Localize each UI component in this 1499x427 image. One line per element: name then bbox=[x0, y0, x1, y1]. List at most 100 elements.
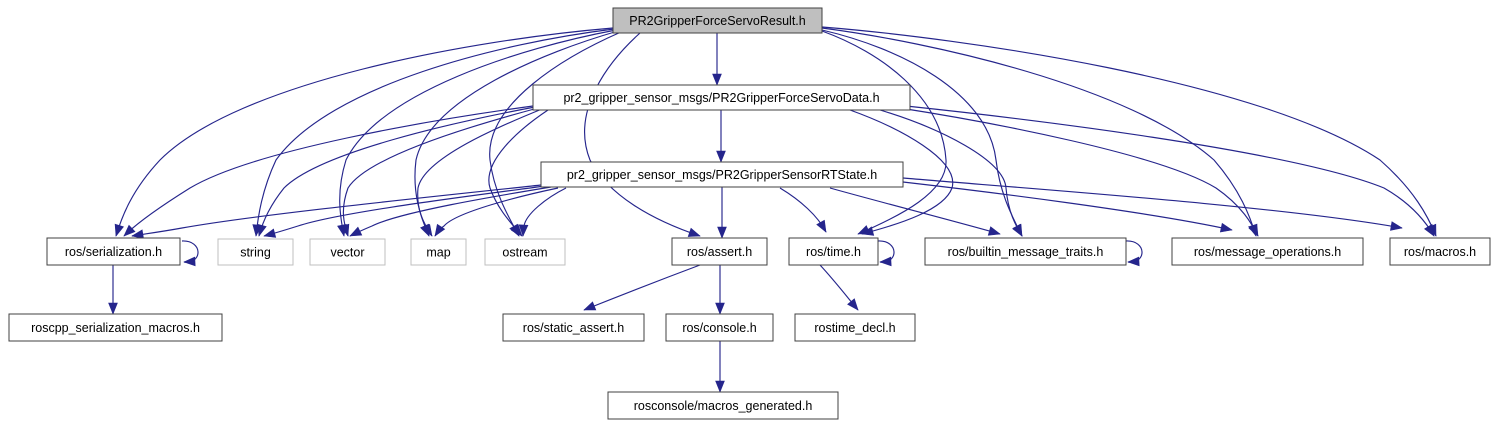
node-box[interactable] bbox=[309, 238, 386, 266]
edge-line bbox=[879, 109, 1023, 237]
arrowhead-icon bbox=[712, 73, 722, 86]
node-time[interactable]: ros/time.h bbox=[788, 237, 879, 266]
edge-line bbox=[821, 27, 1257, 237]
node-label: rosconsole/macros_generated.h bbox=[634, 399, 813, 413]
edge-line bbox=[489, 31, 622, 237]
arrowhead-icon bbox=[687, 227, 701, 237]
node-box[interactable] bbox=[1171, 237, 1364, 266]
arrowhead-icon bbox=[114, 223, 124, 237]
node-label: ros/macros.h bbox=[1404, 245, 1476, 259]
node-box[interactable] bbox=[671, 237, 768, 266]
node-macros[interactable]: ros/macros.h bbox=[1389, 237, 1491, 266]
node-roscppser[interactable]: roscpp_serialization_macros.h bbox=[8, 313, 223, 342]
node-box[interactable] bbox=[794, 313, 916, 342]
arrowhead-icon bbox=[583, 301, 597, 311]
node-box[interactable] bbox=[217, 238, 294, 266]
node-box[interactable] bbox=[484, 238, 566, 266]
arrowhead-icon bbox=[123, 224, 136, 237]
node-macrosgen[interactable]: rosconsole/macros_generated.h bbox=[607, 391, 839, 420]
arrowhead-icon bbox=[510, 224, 523, 237]
node-box[interactable] bbox=[8, 313, 223, 342]
arrowhead-icon bbox=[339, 223, 350, 237]
node-box[interactable] bbox=[532, 84, 911, 111]
edge-line bbox=[131, 184, 542, 237]
edge-rtstate-to-vector bbox=[349, 186, 552, 237]
node-console[interactable]: ros/console.h bbox=[665, 313, 774, 342]
node-assert[interactable]: ros/assert.h bbox=[671, 237, 768, 266]
edge-line bbox=[821, 30, 947, 235]
edge-root-to-serialization bbox=[114, 27, 614, 237]
node-label: ros/builtin_message_traits.h bbox=[948, 245, 1104, 259]
arrowhead-icon bbox=[421, 223, 433, 237]
node-serialization[interactable]: ros/serialization.h bbox=[46, 237, 181, 266]
edge-servodata-to-serialization bbox=[123, 105, 534, 237]
node-box[interactable] bbox=[410, 238, 467, 266]
node-box[interactable] bbox=[924, 237, 1127, 266]
node-ostream[interactable]: ostream bbox=[484, 238, 566, 266]
edge-root-to-time bbox=[821, 30, 947, 235]
arrowhead-icon bbox=[717, 226, 727, 239]
edge-rtstate-to-assert bbox=[717, 187, 727, 239]
edge-rtstate-to-time bbox=[779, 187, 827, 233]
arrowhead-icon bbox=[257, 223, 267, 237]
node-root[interactable]: PR2GripperForceServoResult.h bbox=[612, 7, 823, 34]
edge-rtstate-to-serialization bbox=[131, 184, 542, 240]
node-staticassert[interactable]: ros/static_assert.h bbox=[502, 313, 645, 342]
arrowhead-icon bbox=[108, 302, 118, 315]
self-loop-serialization bbox=[181, 240, 199, 267]
edge-line bbox=[258, 106, 536, 237]
edge-line bbox=[339, 29, 617, 237]
node-servodata[interactable]: pr2_gripper_sensor_msgs/PR2GripperForceS… bbox=[532, 84, 911, 111]
edge-servodata-to-macros bbox=[905, 105, 1435, 237]
edge-line bbox=[902, 177, 1403, 229]
arrowhead-icon bbox=[1424, 223, 1435, 237]
node-msgops[interactable]: ros/message_operations.h bbox=[1171, 237, 1364, 266]
edge-rtstate-to-macros bbox=[902, 177, 1403, 231]
node-string[interactable]: string bbox=[217, 238, 294, 266]
edge-rtstate-to-builtin bbox=[829, 187, 1001, 236]
edge-servodata-to-map bbox=[417, 108, 543, 237]
arrowhead-icon bbox=[816, 219, 827, 233]
node-label: map bbox=[426, 245, 450, 259]
node-box[interactable] bbox=[612, 7, 823, 34]
node-box[interactable] bbox=[46, 237, 181, 266]
node-box[interactable] bbox=[502, 313, 645, 342]
edge-rtstate-to-map bbox=[434, 187, 559, 237]
edge-line bbox=[584, 32, 701, 237]
node-box[interactable] bbox=[540, 161, 904, 188]
arrowhead-icon bbox=[131, 229, 144, 240]
edge-line bbox=[414, 30, 619, 237]
edge-line bbox=[821, 29, 1023, 237]
self-loops-layer bbox=[181, 240, 1143, 267]
node-label: string bbox=[240, 245, 271, 259]
edge-assert-to-staticassert bbox=[583, 264, 701, 311]
node-label: rostime_decl.h bbox=[814, 321, 895, 335]
edge-servodata-to-builtin bbox=[879, 109, 1023, 237]
node-label: roscpp_serialization_macros.h bbox=[31, 321, 200, 335]
edge-line bbox=[488, 109, 549, 237]
edge-servodata-to-rtstate bbox=[716, 110, 726, 163]
edge-line bbox=[905, 105, 1435, 237]
node-rostimedecl[interactable]: rostime_decl.h bbox=[794, 313, 916, 342]
arrowhead-icon bbox=[987, 226, 1001, 236]
edge-root-to-assert bbox=[584, 32, 701, 237]
node-box[interactable] bbox=[788, 237, 879, 266]
node-box[interactable] bbox=[665, 313, 774, 342]
node-label: ros/serialization.h bbox=[65, 245, 162, 259]
edge-line bbox=[263, 185, 546, 237]
node-map[interactable]: map bbox=[410, 238, 467, 266]
node-builtin[interactable]: ros/builtin_message_traits.h bbox=[924, 237, 1127, 266]
edge-console-to-macrosgen bbox=[715, 341, 725, 393]
node-box[interactable] bbox=[607, 391, 839, 420]
node-rtstate[interactable]: pr2_gripper_sensor_msgs/PR2GripperSensor… bbox=[540, 161, 904, 188]
edge-line bbox=[902, 181, 1233, 231]
edge-root-to-servodata bbox=[712, 33, 722, 86]
node-label: vector bbox=[330, 245, 364, 259]
node-label: ros/console.h bbox=[682, 321, 756, 335]
node-label: ros/assert.h bbox=[687, 245, 752, 259]
arrowhead-icon bbox=[263, 228, 277, 238]
edge-line bbox=[342, 107, 539, 237]
node-box[interactable] bbox=[1389, 237, 1491, 266]
node-vector[interactable]: vector bbox=[309, 238, 386, 266]
